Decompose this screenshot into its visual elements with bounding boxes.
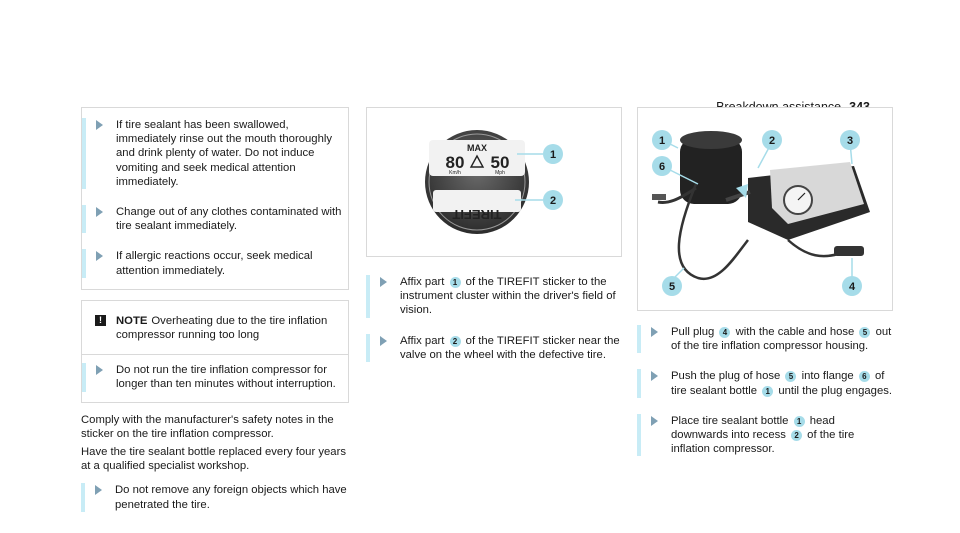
- step-item: Affix part 2 of the TIREFIT sticker near…: [366, 333, 622, 363]
- callout-badge: 6: [858, 371, 870, 383]
- note-item: Do not run the tire inflation compressor…: [82, 363, 348, 392]
- callout-6: [652, 156, 672, 176]
- arrow-icon: [380, 277, 387, 287]
- callout-2: [762, 130, 782, 150]
- sticker-part-2: [433, 190, 521, 212]
- tirefit-sticker-illustration: MAX 80 50 Km/h Mph TIREFIT 1 2: [425, 130, 563, 234]
- arrow-icon: [651, 371, 658, 382]
- svg-text:2: 2: [550, 195, 556, 207]
- callout-1: [543, 144, 563, 164]
- kmh-value: 80: [446, 153, 465, 172]
- warning-triangle-icon: [469, 154, 485, 168]
- warning-item: Change out of any clothes contaminated w…: [82, 205, 348, 234]
- callout-5: [662, 276, 682, 296]
- column-left: If tire sealant has been swallowed, imme…: [81, 107, 349, 512]
- callout-badge: 1: [793, 415, 805, 427]
- svg-text:2: 2: [769, 135, 775, 147]
- paragraph: Have the tire sealant bottle replaced ev…: [81, 446, 346, 473]
- svg-text:1: 1: [659, 135, 665, 147]
- paragraph: Comply with the manufacturer's safety no…: [81, 413, 334, 440]
- callout-badge: 5: [859, 327, 871, 338]
- arrow-icon: [96, 207, 103, 218]
- svg-text:3: 3: [847, 135, 853, 147]
- callout-badge: 2: [449, 335, 461, 347]
- tirefit-sticker-figure: MAX 80 50 Km/h Mph TIREFIT 1 2: [366, 107, 622, 257]
- mph-value: 50: [491, 153, 510, 172]
- power-plug: [834, 246, 864, 256]
- arrow-icon: [736, 184, 748, 198]
- callout-badge: 1: [762, 385, 774, 397]
- step-item: Place tire sealant bottle 1 head downwar…: [637, 413, 893, 457]
- note-title-text: Overheating due to the tire inflation co…: [116, 314, 328, 342]
- callout-badge: 1: [449, 277, 461, 288]
- svg-text:4: 4: [849, 281, 856, 293]
- arrow-icon: [95, 485, 102, 496]
- sticker-part-1: [429, 140, 525, 176]
- tirefit-mirrored-label: TIREFIT: [452, 207, 501, 222]
- max-label: MAX: [467, 143, 487, 153]
- step-item: Pull plug 4 with the cable and hose 5 ou…: [637, 325, 893, 354]
- arrow-icon: [651, 327, 658, 337]
- kmh-unit: Km/h: [449, 170, 461, 176]
- compressor-figure: 1 2 3 4 5 6: [637, 107, 893, 311]
- arrow-icon: [96, 251, 103, 262]
- exclamation-icon: !: [95, 314, 106, 326]
- column-middle: MAX 80 50 Km/h Mph TIREFIT 1 2 Affix par…: [366, 107, 622, 363]
- power-cable: [787, 239, 839, 258]
- hose: [677, 183, 749, 281]
- arrow-icon: [96, 120, 103, 130]
- arrow-icon: [380, 335, 387, 346]
- compressor-illustration: 1 2 3 4 5 6: [652, 130, 870, 296]
- warning-item: If tire sealant has been swallowed, imme…: [82, 118, 348, 190]
- svg-text:1: 1: [550, 149, 556, 161]
- mph-unit: Mph: [495, 170, 505, 176]
- callout-badge: 2: [791, 430, 803, 442]
- step-item: Do not remove any foreign objects which …: [81, 483, 349, 512]
- svg-text:5: 5: [669, 281, 675, 293]
- callout-3: [840, 130, 860, 150]
- callout-2: [543, 190, 563, 210]
- callout-badge: 5: [785, 371, 797, 383]
- column-right: 1 2 3 4 5 6 Pull plug 4 with the cable a…: [637, 107, 893, 457]
- warning-item: If allergic reactions occur, seek medica…: [82, 249, 348, 278]
- svg-text:6: 6: [659, 161, 665, 173]
- step-item: Affix part 1 of the TIREFIT sticker to t…: [366, 275, 622, 318]
- callout-badge: 4: [719, 327, 731, 338]
- warning-box: If tire sealant has been swallowed, imme…: [81, 107, 349, 290]
- arrow-icon: [651, 415, 658, 426]
- note-label: NOTE: [116, 314, 148, 327]
- callout-1: [652, 130, 672, 150]
- callout-4: [842, 276, 862, 296]
- arrow-icon: [96, 365, 103, 376]
- step-item: Push the plug of hose 5 into flange 6 of…: [637, 369, 893, 398]
